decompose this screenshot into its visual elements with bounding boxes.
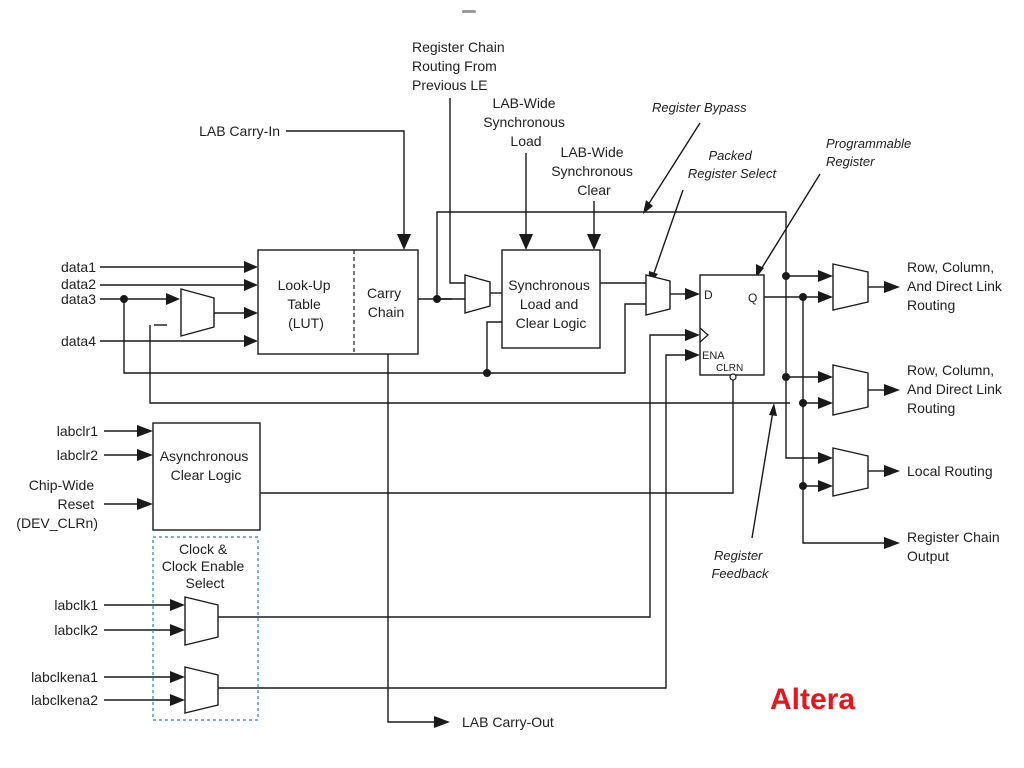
label-register-bypass: Register Bypass: [652, 100, 747, 115]
label-sync-load: LAB-Wide Synchronous Load: [483, 95, 569, 149]
register-q-label: Q: [748, 291, 757, 305]
lut-label: Look-Up Table (LUT): [278, 277, 335, 331]
register-ena-label: ENA: [702, 350, 725, 362]
top-mark: [462, 10, 476, 13]
async-clear-block: [152, 422, 261, 531]
input-labclr2: labclr2: [57, 447, 98, 463]
input-data1: data1: [61, 259, 96, 275]
mux-clock-enable: [184, 666, 219, 714]
mux-packed-register: [645, 274, 671, 316]
label-programmable-register: Programmable Register: [826, 136, 915, 169]
input-labclk2: labclk2: [54, 622, 98, 638]
mux-lut-input: [464, 274, 491, 314]
arrow-heads: [137, 200, 900, 728]
mux-clock: [184, 596, 219, 646]
input-data2: data2: [61, 276, 96, 292]
clrn-bubble: [729, 373, 737, 381]
register-block: [699, 274, 765, 376]
label-packed-register-select: Packed Register Select: [688, 148, 778, 181]
mux-output-local: [832, 447, 869, 497]
sync-load-clear-block: [501, 249, 601, 349]
label-carry-in: LAB Carry-In: [199, 123, 280, 139]
input-labclkena1: labclkena1: [31, 669, 98, 685]
output-carry-out: LAB Carry-Out: [462, 714, 554, 730]
carry-chain-label: Carry Chain: [367, 285, 405, 320]
input-chip-reset: Chip-Wide Reset (DEV_CLRn): [16, 477, 98, 531]
input-labclk1: labclk1: [54, 597, 98, 613]
output-register-chain: Register Chain Output: [907, 529, 1004, 564]
clock-select-label: Clock & Clock Enable Select: [162, 541, 248, 591]
output-routing-1: Row, Column, And Direct Link Routing: [907, 259, 1006, 313]
input-labclr1: labclr1: [57, 423, 98, 439]
input-labclkena2: labclkena2: [31, 692, 98, 708]
register-clrn-label: CLRN: [716, 363, 743, 374]
async-logic-label: Asynchronous Clear Logic: [160, 448, 253, 483]
altera-brand-label: Altera: [770, 683, 855, 716]
label-sync-clear: LAB-Wide Synchronous Clear: [551, 144, 637, 198]
mux-output-1: [832, 263, 869, 311]
output-local-routing: Local Routing: [907, 463, 993, 479]
mux-data-select: [180, 288, 215, 337]
label-register-feedback: Register Feedback: [711, 548, 770, 581]
register-d-label: D: [704, 288, 713, 302]
label-reg-chain-routing: Register Chain Routing From Previous LE: [412, 39, 509, 93]
mux-output-2: [832, 364, 869, 416]
clock-triangle: [699, 327, 709, 343]
junction-dots: [120, 272, 807, 490]
lut-block: [257, 249, 419, 355]
sync-logic-label: Synchronous Load and Clear Logic: [508, 277, 594, 331]
output-routing-2: Row, Column, And Direct Link Routing: [907, 362, 1006, 416]
input-data3: data3: [61, 291, 96, 307]
input-data4: data4: [61, 333, 96, 349]
